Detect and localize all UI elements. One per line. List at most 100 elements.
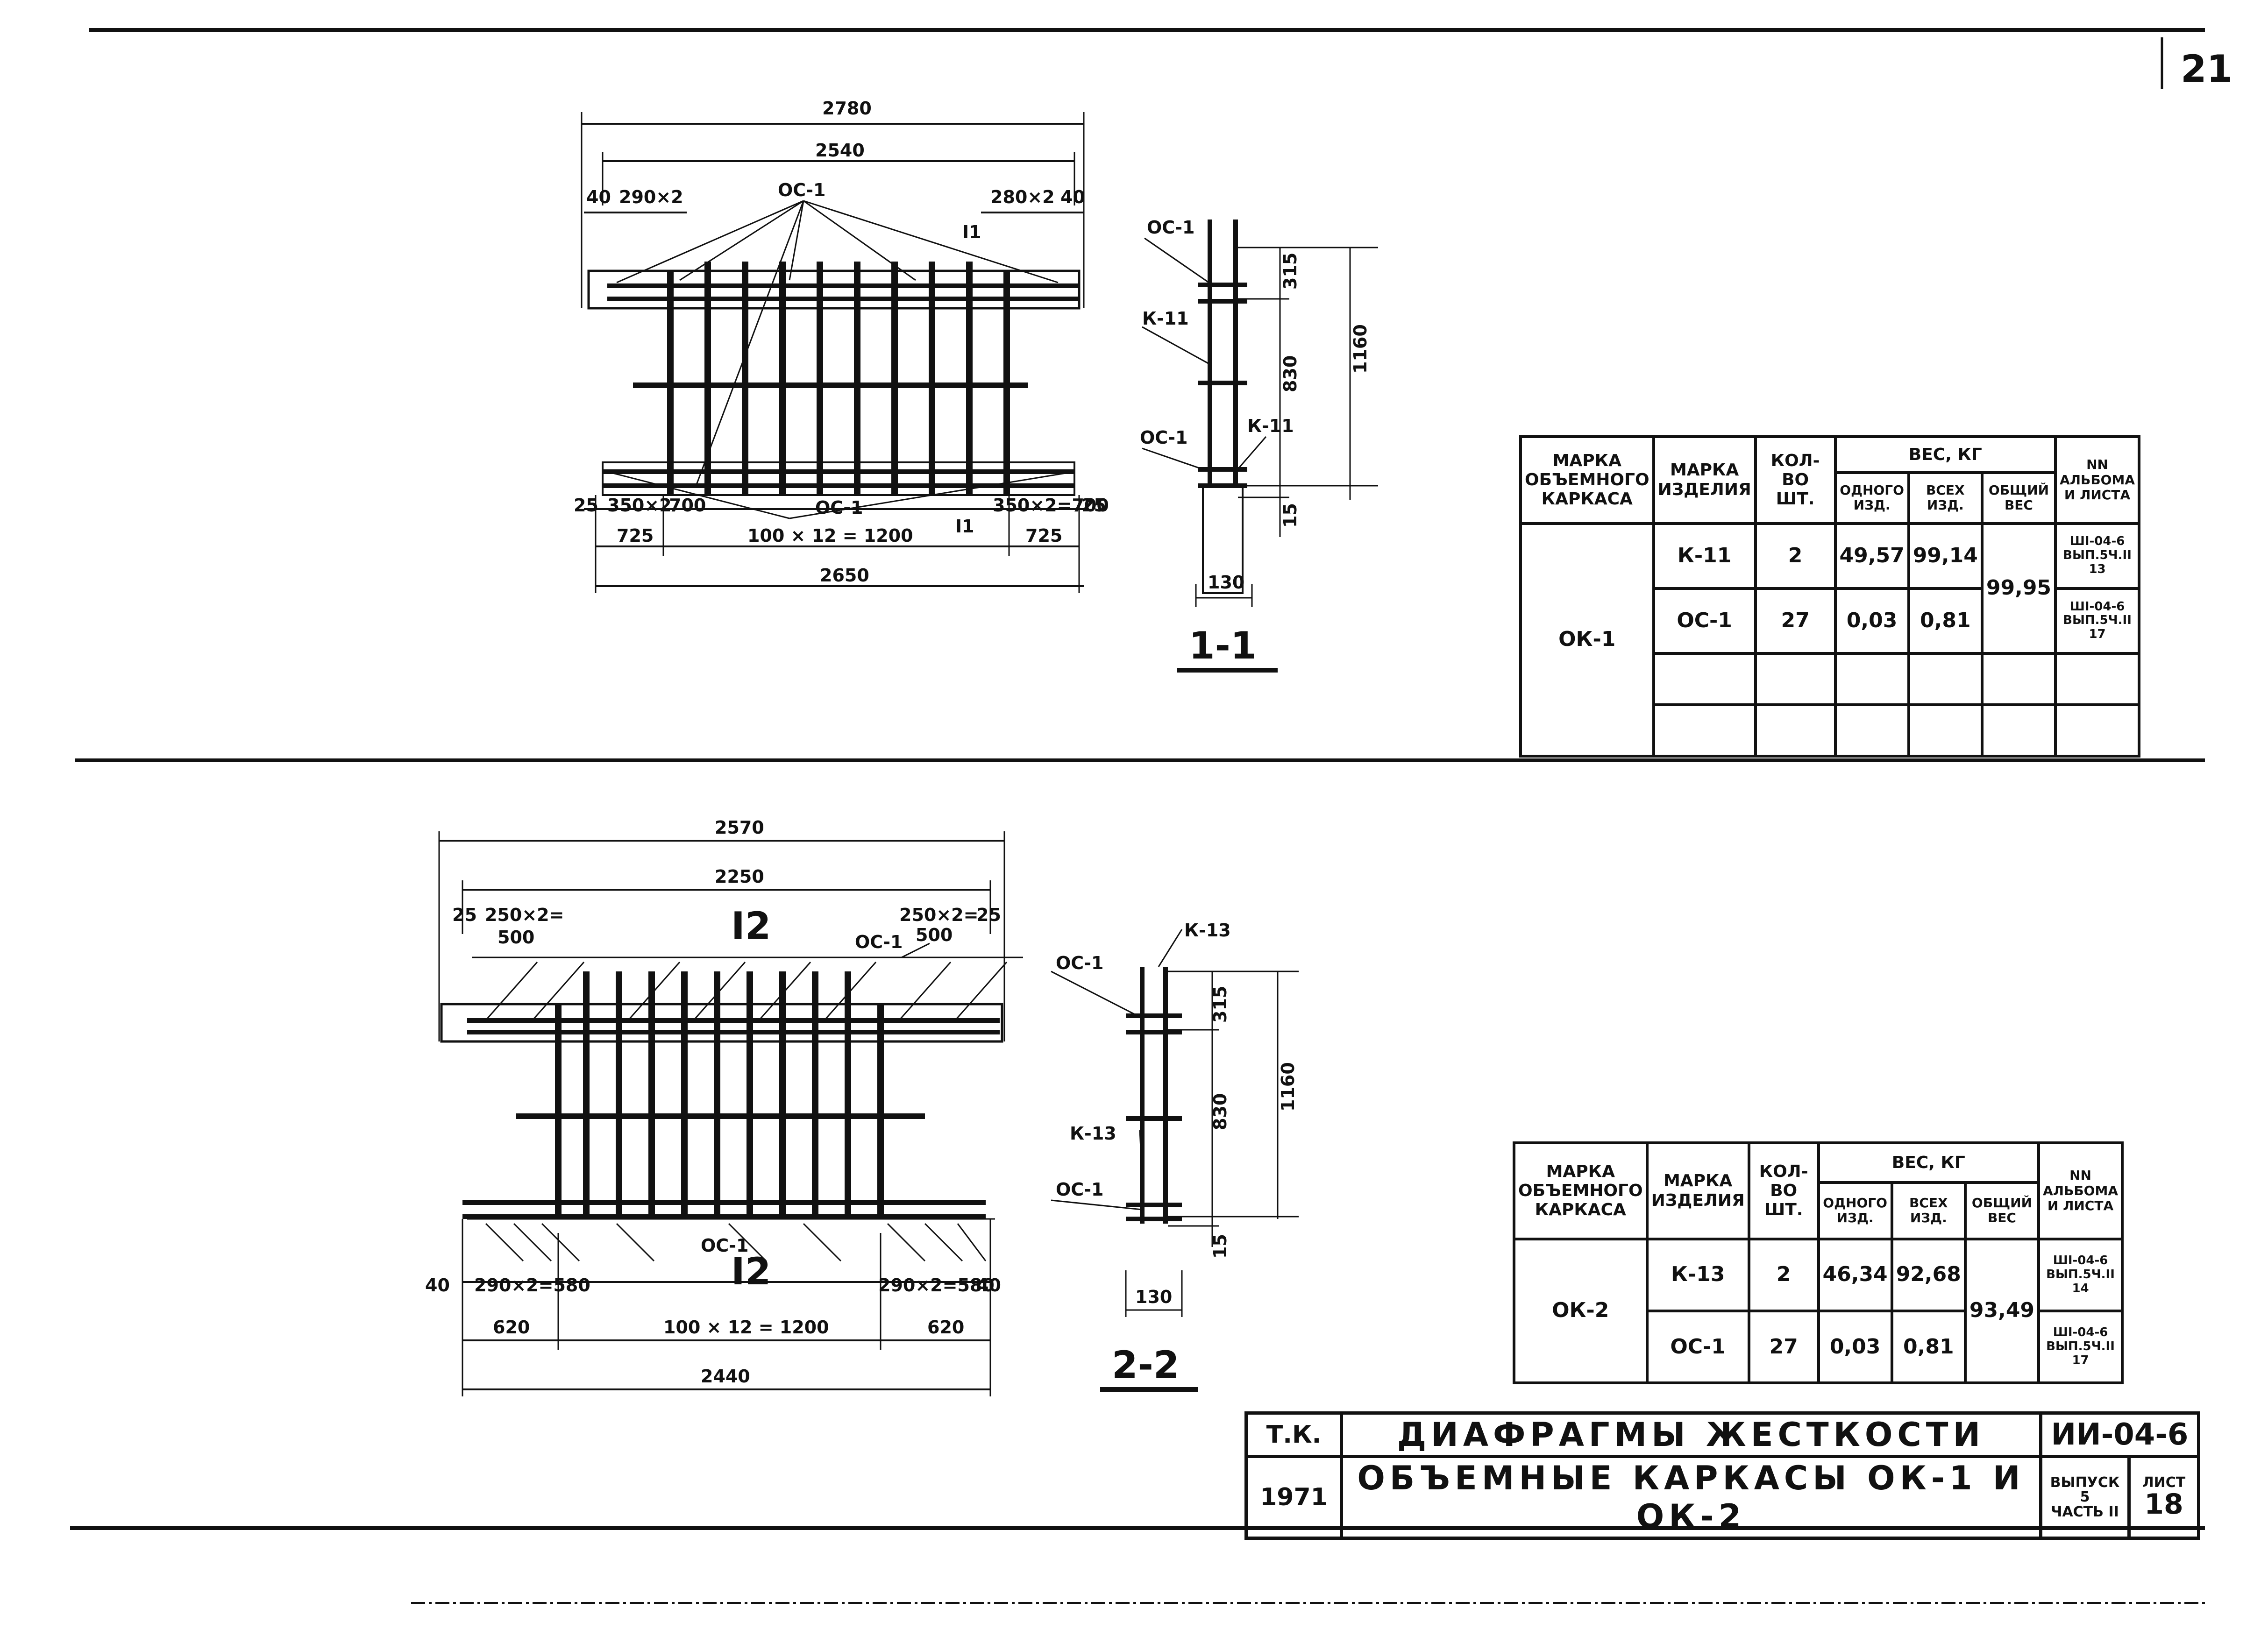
- t2-hdr-w-total: ОБЩИЙ ВЕС: [1963, 1181, 2040, 1240]
- t1-r1-product: К-11: [1652, 522, 1757, 590]
- s2-dim-130: 130: [1135, 1287, 1172, 1307]
- t2-hdr-album: NN АЛЬБОМА И ЛИСТА: [2037, 1141, 2124, 1240]
- v2-dim-bottom-left-pitch: 290×2=580: [474, 1275, 590, 1296]
- tb-title-2: ОБЪЕМНЫЕ КАРКАСЫ ОК-1 И ОК-2: [1340, 1455, 2042, 1540]
- v1-dim-overall-top: 2780: [822, 98, 872, 119]
- t1-r1-album: ШI-04-6 ВЫП.5Ч.II 13: [2054, 522, 2140, 590]
- section2-labels: К-13 ОС-1 К-13 ОС-1 315 830 1160 15 130 …: [1056, 920, 1298, 1387]
- v2-callout-bottom: ОС-1: [701, 1235, 748, 1256]
- v1-dim-bottom-right-edge: 25: [1081, 495, 1106, 516]
- t1-hdr-w-all: ВСЕХ ИЗД.: [1907, 471, 1984, 525]
- section2-label: 2-2: [1112, 1343, 1180, 1387]
- t2-r1-all: 92,68: [1890, 1237, 1967, 1312]
- v1-dim-right-pitch: 280×2: [990, 187, 1055, 207]
- s2-dim-15: 15: [1210, 1234, 1230, 1259]
- section2-drawing: [1051, 929, 1299, 1392]
- t1-empty-cell: [2054, 652, 2140, 706]
- t1-empty-cell: [1980, 652, 2057, 706]
- v1-dim-right-edge: 40: [1060, 187, 1085, 207]
- v2-dim-bottom-left-edge: 40: [425, 1275, 450, 1296]
- t2-r2-product: ОС-1: [1645, 1309, 1750, 1385]
- t2-r2-one: 0,03: [1817, 1309, 1893, 1385]
- t2-r2-all: 0,81: [1890, 1309, 1967, 1385]
- view2-elevation: [438, 831, 1023, 1396]
- t1-empty-cell: [1754, 703, 1837, 758]
- t1-r2-all: 0,81: [1907, 587, 1984, 655]
- title-block: Т.К. ДИАФРАГМЫ ЖЕСТКОСТИ ИИ-04-6 1971 ОБ…: [1244, 1411, 2200, 1540]
- v2-cut-mark-bottom: I2: [731, 1250, 771, 1293]
- v1-dim-left-pitch: 290×2: [619, 187, 683, 207]
- view1-elevation: [581, 112, 1085, 593]
- t2-hdr-frame: МАРКА ОБЪЕМНОГО КАРКАСА: [1513, 1141, 1649, 1240]
- spec-table-ok2: МАРКА ОБЪЕМНОГО КАРКАСА МАРКА ИЗДЕЛИЯ КО…: [1513, 1141, 2124, 1385]
- section1-drawing: [1142, 220, 1378, 673]
- t1-r2-qty: 27: [1754, 587, 1837, 655]
- s1-dim-315: 315: [1280, 253, 1301, 290]
- t2-hdr-w-one: ОДНОГО ИЗД.: [1817, 1181, 1893, 1240]
- tb-issue-cell: ВЫПУСК 5 ЧАСТЬ II: [2039, 1455, 2131, 1540]
- tb-code: ИИ-04-6: [2039, 1411, 2200, 1458]
- t2-frame: ОК-2: [1513, 1237, 1649, 1385]
- t2-r1-album: ШI-04-6 ВЫП.5Ч.II 14: [2037, 1237, 2124, 1312]
- spec-table-ok1: МАРКА ОБЪЕМНОГО КАРКАСА МАРКА ИЗДЕЛИЯ КО…: [1519, 435, 2140, 758]
- tb-sheet-cell: ЛИСТ 18: [2127, 1455, 2200, 1540]
- v2-dim-bottom-right-seg: 620: [927, 1317, 964, 1338]
- v1-dim-bottom-center-seg: 100 × 12 = 1200: [747, 525, 913, 546]
- tb-title-1: ДИАФРАГМЫ ЖЕСТКОСТИ: [1340, 1411, 2042, 1458]
- section1-label: 1-1: [1189, 624, 1257, 667]
- t1-hdr-qty: КОЛ-ВО ШТ.: [1754, 435, 1837, 525]
- v1-callout-top: ОС-1: [778, 180, 825, 200]
- s2-tag-2: ОС-1: [1056, 953, 1103, 973]
- s1-dim-15: 15: [1280, 503, 1301, 528]
- view2-labels: 2570 2250 25 250×2= 500 250×2= 500 25 I2…: [425, 817, 1001, 1387]
- t1-hdr-weight: ВЕС, КГ: [1834, 435, 2057, 474]
- s1-tag-4: К-11: [1247, 416, 1294, 436]
- t2-hdr-qty: КОЛ-ВО ШТ.: [1747, 1141, 1820, 1240]
- t2-r2-qty: 27: [1747, 1309, 1820, 1385]
- t1-r1-qty: 2: [1754, 522, 1837, 590]
- view1-labels: 2780 2540 40 290×2 280×2 40 ОС-1 I1 25 3…: [574, 98, 1109, 586]
- s2-tag-1: К-13: [1184, 920, 1231, 941]
- s2-tag-3: К-13: [1070, 1123, 1116, 1144]
- t1-frame: ОК-1: [1519, 522, 1655, 758]
- v1-dim-bottom-left-seg: 725: [617, 525, 654, 546]
- t1-empty-cell: [1834, 652, 1910, 706]
- tb-sheet-label: ЛИСТ: [2142, 1474, 2186, 1491]
- t1-empty-cell: [1980, 703, 2057, 758]
- v2-dim-bottom-center-seg: 100 × 12 = 1200: [663, 1317, 829, 1338]
- t2-r1-qty: 2: [1747, 1237, 1820, 1312]
- t1-empty-cell: [1652, 703, 1757, 758]
- tb-tk: Т.К.: [1244, 1411, 1343, 1458]
- t1-empty-cell: [1907, 652, 1984, 706]
- t1-hdr-album: NN АЛЬБОМА И ЛИСТА: [2054, 435, 2140, 525]
- v2-dim-left-pitch-val: 500: [498, 927, 534, 948]
- v2-dim-bottom-right-pitch: 290×2=580: [878, 1275, 995, 1296]
- v2-dim-bottom-left-seg: 620: [493, 1317, 530, 1338]
- v1-dim-overall-bottom: 2650: [820, 565, 869, 586]
- t1-hdr-product: МАРКА ИЗДЕЛИЯ: [1652, 435, 1757, 525]
- v1-cut-mark-bottom: I1: [955, 516, 974, 537]
- v2-dim-inner-top: 2250: [715, 866, 764, 887]
- s1-dim-1160: 1160: [1350, 324, 1371, 374]
- s2-dim-1160: 1160: [1278, 1062, 1298, 1112]
- v2-dim-left-pitch: 250×2=: [485, 905, 564, 925]
- v1-cut-mark-top: I1: [962, 222, 981, 242]
- v2-callout-top: ОС-1: [855, 932, 903, 952]
- s1-tag-3: ОС-1: [1140, 427, 1187, 448]
- t1-r2-one: 0,03: [1834, 587, 1910, 655]
- t2-r1-one: 46,34: [1817, 1237, 1893, 1312]
- v2-dim-bottom-right-edge: 40: [976, 1275, 1001, 1296]
- t2-r2-album: ШI-04-6 ВЫП.5Ч.II 17: [2037, 1309, 2124, 1385]
- v1-dim-bottom-right-seg: 725: [1025, 525, 1062, 546]
- tb-issue-label: ВЫПУСК: [2050, 1474, 2120, 1491]
- tb-part: ЧАСТЬ II: [2051, 1503, 2119, 1520]
- t1-empty-cell: [1652, 652, 1757, 706]
- s1-dim-130: 130: [1208, 572, 1244, 593]
- t1-hdr-w-total: ОБЩИЙ ВЕС: [1980, 471, 2057, 525]
- v2-dim-right-pitch-val: 500: [916, 925, 953, 945]
- t2-hdr-product: МАРКА ИЗДЕЛИЯ: [1645, 1141, 1750, 1240]
- s2-dim-830: 830: [1210, 1093, 1230, 1130]
- v1-dim-left-edge: 40: [586, 187, 611, 207]
- t1-empty-cell: [1754, 652, 1837, 706]
